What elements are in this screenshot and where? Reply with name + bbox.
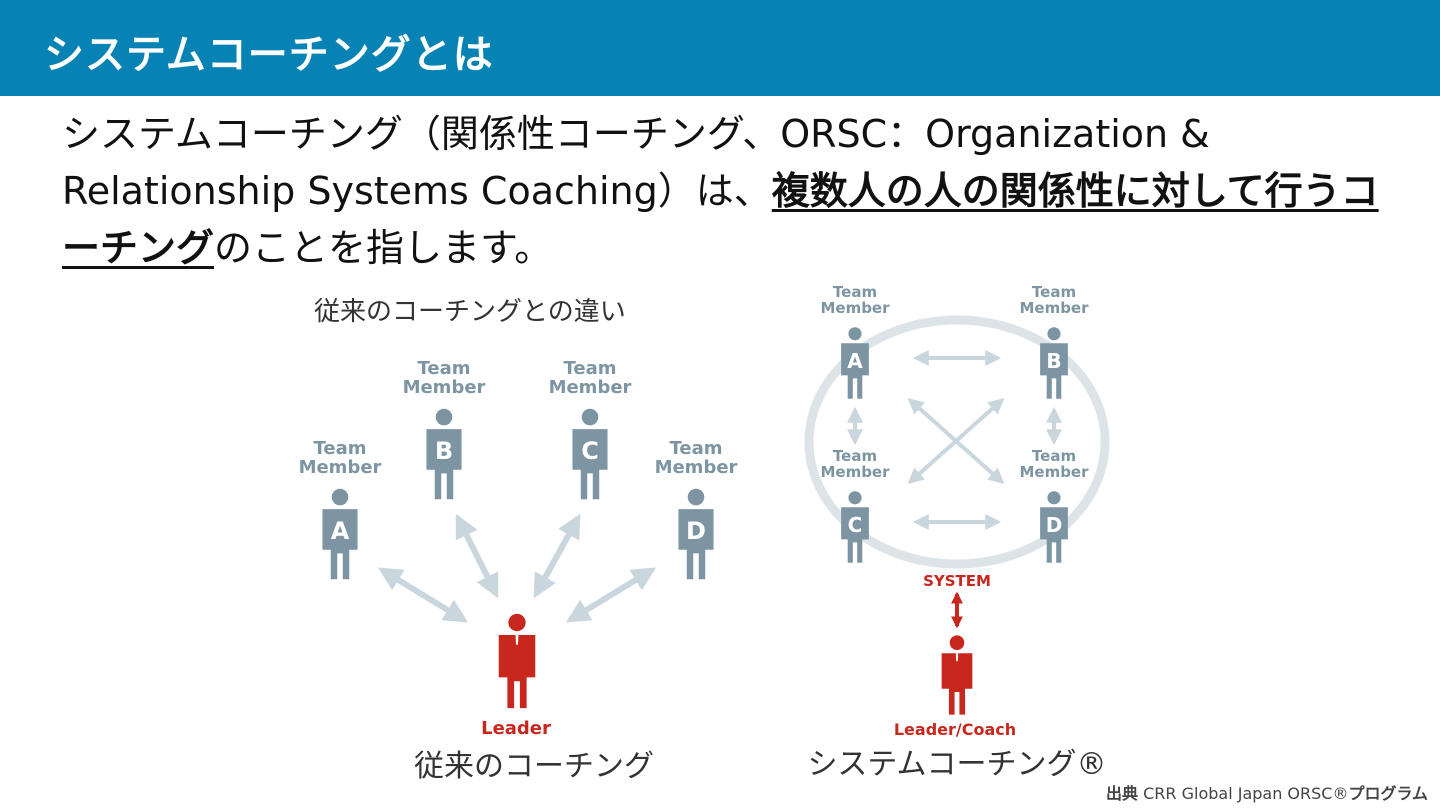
source-text: CRR Global Japan ORSC® <box>1138 784 1349 803</box>
arrow-b-leader <box>455 513 499 599</box>
member-label-member: Member <box>1019 299 1089 317</box>
member-label-team: Team <box>833 447 877 465</box>
member-letter: C <box>848 513 863 537</box>
member-label-team: Team <box>1032 283 1076 301</box>
traditional-arrows <box>377 513 657 623</box>
member-label-team: Team <box>1032 447 1076 465</box>
figure-heading: 従来のコーチングとの違い <box>314 297 626 327</box>
leader-icon <box>941 635 973 715</box>
member-label-member: Member <box>1019 463 1089 481</box>
member-label-member: Member <box>820 299 890 317</box>
leader-label: Leader <box>481 718 551 739</box>
system-ring <box>804 315 1110 569</box>
traditional-member-d: Team Member D <box>655 438 738 580</box>
member-letter: C <box>581 437 599 465</box>
member-label-member: Member <box>299 457 382 478</box>
system-arrows <box>847 350 1062 530</box>
member-label-team: Team <box>314 438 367 459</box>
member-label-member: Member <box>403 377 486 398</box>
body-emphasis: 複数人の人の関係性に対して行うコーチング <box>62 169 1379 270</box>
source-citation: 出典 CRR Global Japan ORSC®プログラム <box>1106 780 1428 804</box>
arrow-c-leader <box>533 513 581 599</box>
system-member-c: Team Member C <box>820 447 890 563</box>
member-label-member: Member <box>820 463 890 481</box>
member-letter: A <box>847 349 863 373</box>
traditional-coaching-diagram: Team Member A Team Member B Team Member <box>299 358 738 784</box>
member-letter: B <box>1046 349 1061 373</box>
system-leader-coach: Leader/Coach <box>894 635 1016 739</box>
member-letter: D <box>686 517 706 545</box>
source-prefix: 出典 <box>1106 784 1139 803</box>
leader-coach-label: Leader/Coach <box>894 720 1016 739</box>
traditional-member-c: Team Member C <box>549 358 632 500</box>
arrow-b-c <box>907 397 1005 485</box>
member-label-team: Team <box>418 358 471 379</box>
member-label-team: Team <box>833 283 877 301</box>
traditional-member-b: Team Member B <box>403 358 486 500</box>
body-paragraph: システムコーチング（関係性コーチング、ORSC：Organization & R… <box>62 106 1382 277</box>
member-label-team: Team <box>564 358 617 379</box>
leader-icon <box>498 613 536 709</box>
source-suffix: プログラム <box>1348 784 1428 803</box>
member-letter: B <box>435 437 453 465</box>
slide-title: システムコーチングとは <box>44 32 494 78</box>
traditional-leader: Leader <box>481 613 551 739</box>
arrow-a-leader <box>377 567 469 623</box>
system-member-a: Team Member A <box>820 283 890 399</box>
member-letter: A <box>331 517 350 545</box>
system-member-b: Team Member B <box>1019 283 1089 399</box>
member-label-team: Team <box>670 438 723 459</box>
system-member-d: Team Member D <box>1019 447 1089 563</box>
member-label-member: Member <box>549 377 632 398</box>
title-bar: システムコーチングとは <box>0 0 1440 96</box>
system-coaching-diagram: Team Member A Team Member B Team Member <box>804 283 1110 782</box>
arrow-d-leader <box>565 567 657 623</box>
system-caption: システムコーチング® <box>807 747 1106 782</box>
system-label: SYSTEM <box>923 572 991 590</box>
traditional-caption: 従来のコーチング <box>414 749 654 784</box>
body-text-part1: システムコーチング（関係性コーチング、ORSC：Organization & R… <box>62 112 1210 213</box>
traditional-member-a: Team Member A <box>299 438 382 580</box>
body-text-part2: のことを指します。 <box>214 226 553 270</box>
coaching-comparison-figure: 従来のコーチングとの違い Team Member A Team Member B <box>252 282 1140 808</box>
member-label-member: Member <box>655 457 738 478</box>
member-letter: D <box>1046 513 1063 537</box>
